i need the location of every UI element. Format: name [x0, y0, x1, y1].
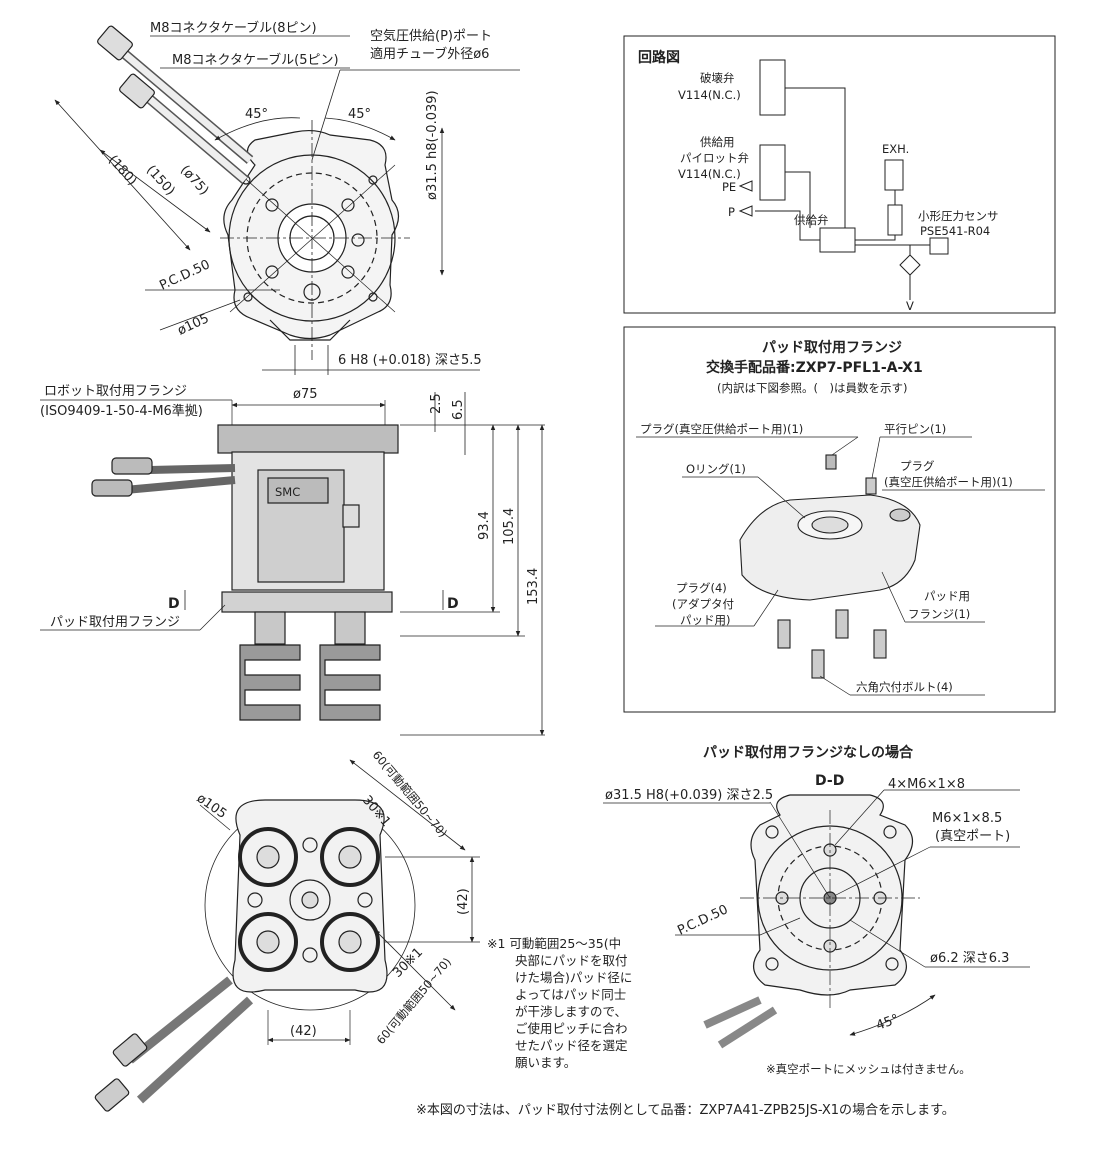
front-dim-93-4: 93.4: [477, 511, 492, 540]
plug4-label-b: (アダプタ付: [672, 597, 734, 611]
plug-2-label-b: (真空圧供給ポート用)(1): [884, 475, 1013, 489]
note-1-line: ご使用ピッチに合わ: [515, 1021, 628, 1036]
destroy-valve-label: 破壊弁: [700, 71, 735, 85]
circuit-box: 回路図 破壊弁 V114(N.C.) 供給用 パイロット弁 V114(N.C.)…: [623, 35, 1056, 314]
air-port-label-1: 空気圧供給(P)ポート: [370, 28, 492, 44]
bottom-view: [94, 759, 480, 1112]
angle-a-label: 45°: [245, 107, 268, 122]
cable-8pin-label: M8コネクタケーブル(8ピン): [150, 20, 317, 36]
section-heading: パッド取付用フランジなしの場合: [703, 744, 914, 761]
angle-b-label: 45°: [348, 107, 371, 122]
oring-label: Oリング(1): [686, 462, 746, 476]
front-dim-6-5: 6.5: [451, 399, 466, 420]
note-1-line: せたパッド径を選定: [515, 1038, 628, 1053]
section-view-labels: パッド取付用フランジなしの場合 D-D ø31.5 H8(+0.039) 深さ2…: [605, 744, 1010, 1076]
smc-logo: SMC: [275, 485, 300, 499]
pilot-valve-label-1: 供給用: [700, 135, 735, 149]
exh-label: EXH.: [882, 142, 909, 156]
pcd-label: P.C.D.50: [157, 257, 212, 293]
dim-105-label: ø105: [175, 311, 211, 338]
circuit-title: 回路図: [638, 49, 680, 66]
robot-flange-label-1: ロボット取付用フランジ: [44, 384, 187, 399]
sensor-label-1: 小形圧力センサ: [918, 209, 999, 223]
section-dim-31-5: ø31.5 H8(+0.039) 深さ2.5: [605, 788, 773, 803]
front-view-labels: ロボット取付用フランジ (ISO9409-1-50-4-M6準拠) ø75 2.…: [40, 384, 541, 630]
bolt-label: 六角穴付ボルト(4): [856, 680, 953, 694]
mesh-note: ※真空ポートにメッシュは付きません。: [766, 1062, 971, 1076]
plug-vac-1-label: プラグ(真空圧供給ポート用)(1): [640, 422, 803, 436]
parts-title-2: 交換手配品番:ZXP7-PFL1-A-X1: [706, 359, 923, 376]
parts-title-1: パッド取付用フランジ: [762, 339, 902, 356]
note-1-line: けた場合)パッド径に: [515, 970, 633, 985]
section-pcd: P.C.D.50: [675, 902, 730, 938]
section-dd-label: D-D: [815, 773, 844, 789]
note-1-line: 央部にパッドを取付: [515, 953, 628, 968]
flange-label-b: フランジ(1): [908, 607, 970, 621]
front-dim-75: ø75: [293, 387, 318, 402]
bottom-dim-105: ø105: [194, 791, 229, 822]
dowel-label: 平行ピン(1): [884, 422, 946, 436]
destroy-model-label: V114(N.C.): [678, 88, 741, 102]
plug4-label-c: パッド用): [680, 613, 731, 627]
section-hole: ø6.2 深さ6.3: [930, 951, 1009, 966]
front-dim-2-5: 2.5: [429, 393, 444, 414]
v-label: V: [906, 299, 914, 313]
dim-75-label: (ø75): [177, 163, 211, 199]
pilot-valve-label-2: パイロット弁: [680, 151, 749, 165]
parts-box: パッド取付用フランジ 交換手配品番:ZXP7-PFL1-A-X1 (内訳は下図参…: [623, 326, 1056, 713]
front-view: [40, 392, 545, 736]
vac-port-2: (真空ポート): [935, 829, 1010, 844]
section-d-left: D: [168, 596, 180, 612]
sensor-label-2: PSE541-R04: [920, 224, 990, 238]
dim-180-label: (180): [105, 153, 140, 189]
supply-valve-label: 供給弁: [794, 213, 829, 227]
dim-150-label: (150): [143, 163, 178, 199]
section-angle: 45°: [874, 1012, 901, 1034]
dim-31-5-label: ø31.5 h8(-0.039): [425, 90, 440, 200]
section-threads: 4×M6×1×8: [888, 777, 965, 792]
note-1-line: ※1 可動範囲25～35(中: [487, 936, 622, 951]
pilot-model-label: V114(N.C.): [678, 167, 741, 181]
bottom-dim-42-bottom: (42): [290, 1024, 317, 1039]
cable-5pin-label: M8コネクタケーブル(5ピン): [172, 52, 339, 68]
p-label: P: [728, 205, 735, 219]
parts-title-3: (内訳は下図参照。( )は員数を示す): [717, 381, 907, 395]
slot-label: 6 H8 (+0.018) 深さ5.5: [338, 353, 482, 368]
plug4-label-a: プラグ(4): [676, 581, 727, 595]
plug-2-label-a: プラグ: [900, 459, 935, 473]
pe-label: PE: [722, 180, 736, 194]
section-view: [603, 789, 1030, 1049]
flange-label-a: パッド用: [924, 589, 970, 603]
bottom-dim-42-right: (42): [456, 888, 471, 915]
pad-flange-label: パッド取付用フランジ: [50, 615, 180, 630]
note-1: ※1 可動範囲25～35(中 央部にパッドを取付 けた場合)パッド径に よっては…: [487, 935, 667, 1071]
footer-note: ※本図の寸法は、パッド取付寸法例として品番：ZXP7A41-ZPB25JS-X1…: [416, 1103, 955, 1118]
note-1-line: 願います。: [515, 1055, 577, 1070]
note-1-line: が干渉しますので、: [515, 1004, 628, 1019]
front-dim-105-4: 105.4: [502, 508, 517, 545]
vac-port-1: M6×1×8.5: [932, 811, 1002, 826]
front-dim-153-4: 153.4: [526, 568, 541, 605]
robot-flange-label-2: (ISO9409-1-50-4-M6準拠): [40, 403, 203, 419]
section-d-right: D: [447, 596, 459, 612]
air-port-label-2: 適用チューブ外径ø6: [370, 46, 489, 62]
top-view: [54, 25, 520, 375]
note-1-line: よってはパッド同士: [515, 987, 627, 1002]
